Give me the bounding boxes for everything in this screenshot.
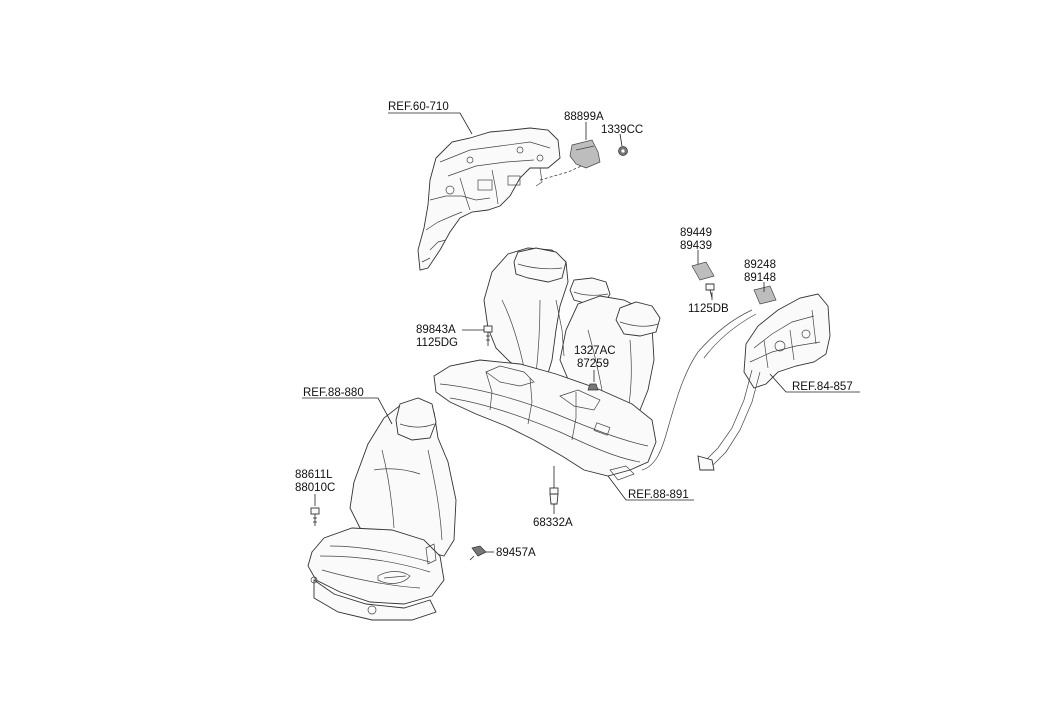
label-89843A: 89843A [416, 324, 456, 336]
leader-1339CC [619, 133, 623, 147]
label-87259: 87259 [577, 358, 609, 370]
bolt-89843A [483, 325, 493, 346]
bracket-88899A [569, 139, 601, 169]
bracket-89449 [691, 261, 715, 281]
label-89457A: 89457A [496, 547, 536, 559]
label-1125DG: 1125DG [416, 337, 458, 349]
label-88611L: 88611L [295, 469, 333, 481]
nut-87259 [587, 383, 599, 391]
bolt-88611L [310, 507, 320, 526]
label-ref-88-891: REF.88-891 [628, 489, 689, 501]
label-88010C: 88010C [295, 482, 335, 494]
quarter-inner-panel [417, 127, 561, 271]
label-ref-84-857: REF.84-857 [792, 381, 853, 393]
label-ref-60-710: REF.60-710 [388, 101, 449, 113]
label-89439: 89439 [680, 240, 712, 252]
label-ref-88-880: REF.88-880 [303, 387, 364, 399]
nut-1339CC [618, 146, 628, 156]
label-88899A: 88899A [564, 111, 604, 123]
front-seat [307, 397, 457, 621]
bracket-89248 [753, 285, 777, 305]
bolt-1125DB [705, 283, 715, 299]
leader-ref-88-891 [607, 475, 694, 501]
label-1339CC: 1339CC [601, 124, 643, 136]
label-68332A: 68332A [533, 517, 573, 529]
leader-ref-84-857 [769, 373, 860, 393]
label-89148: 89148 [744, 272, 776, 284]
clip-68332A [549, 487, 559, 505]
rear-seat [433, 247, 661, 481]
leader-ref-88-880 [302, 397, 393, 425]
label-1125DB: 1125DB [688, 303, 729, 315]
label-89449: 89449 [680, 227, 712, 239]
side-trim-panel [641, 293, 831, 471]
label-89248: 89248 [744, 259, 776, 271]
connector-89457A [469, 545, 487, 561]
label-1327AC: 1327AC [574, 345, 616, 357]
leader-ref-60-710 [388, 112, 473, 135]
